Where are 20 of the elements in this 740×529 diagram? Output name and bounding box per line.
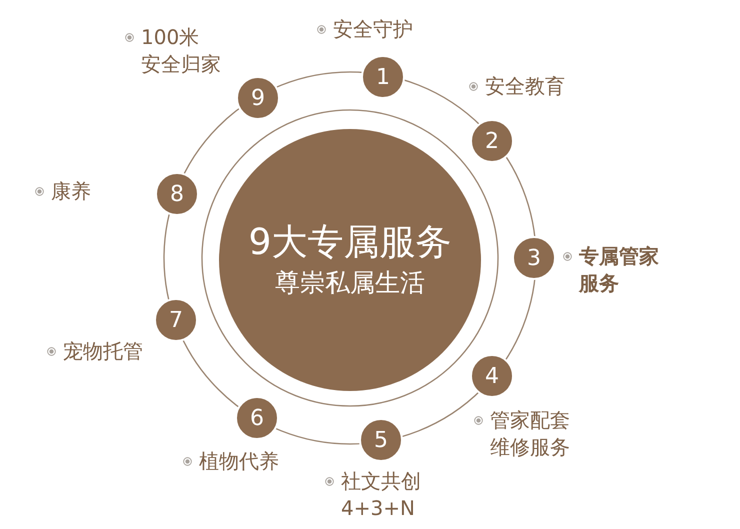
- center-title: 9大专属服务: [248, 221, 452, 265]
- service-label: 康养: [51, 178, 92, 205]
- service-label: 100米安全归家: [141, 24, 222, 78]
- number-circle: 9: [236, 76, 280, 120]
- service-label: 宠物托管: [63, 338, 144, 365]
- number-circle: 4: [470, 354, 514, 398]
- service-label: 安全教育: [485, 73, 566, 100]
- service-label: 专属管家服务: [579, 243, 660, 297]
- number-circle: 1: [361, 55, 405, 99]
- center-subtitle: 尊崇私属生活: [275, 267, 425, 299]
- service-label: 安全守护: [333, 16, 414, 43]
- number-circle: 5: [359, 418, 403, 462]
- number-circle: 2: [470, 119, 514, 163]
- number-circle: 3: [512, 236, 556, 280]
- service-label: 社文共创4+3+N: [341, 468, 422, 522]
- number-circle: 6: [235, 396, 279, 440]
- number-circle: 7: [154, 298, 198, 342]
- service-label: 植物代养: [199, 448, 280, 475]
- number-circle: 8: [155, 172, 199, 216]
- service-label: 管家配套维修服务: [490, 407, 571, 461]
